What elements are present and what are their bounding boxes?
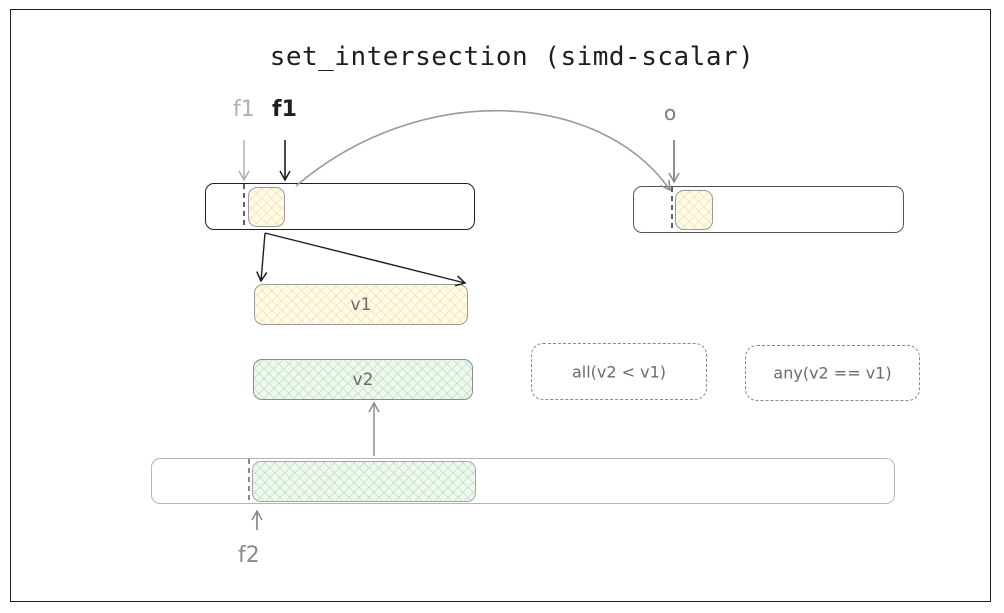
label-output: o (664, 101, 677, 125)
array-second-window (252, 461, 476, 502)
vector-v1: v1 (254, 284, 468, 325)
arrow-broadcast-left (256, 232, 268, 283)
label-f1-current: f1 (272, 97, 297, 122)
label-f2: f2 (238, 543, 260, 568)
vector-v1-label: v1 (350, 294, 372, 315)
diagram-title: set_intersection (simd-scalar) (269, 42, 755, 72)
arrow-broadcast-right (264, 232, 467, 287)
vector-v2-label: v2 (352, 369, 374, 390)
array-output-current-cell (675, 190, 713, 230)
predicate-any: any(v2 == v1) (745, 345, 920, 401)
vector-v2: v2 (253, 359, 473, 400)
array-first-current-cell (248, 187, 285, 227)
predicate-all: all(v2 < v1) (531, 343, 707, 400)
predicate-all-text: all(v2 < v1) (571, 362, 667, 381)
predicate-any-text: any(v2 == v1) (773, 363, 892, 383)
arrow-copy-to-output (295, 109, 671, 192)
label-f1-previous: f1 (233, 97, 255, 122)
diagram-frame (10, 9, 991, 602)
